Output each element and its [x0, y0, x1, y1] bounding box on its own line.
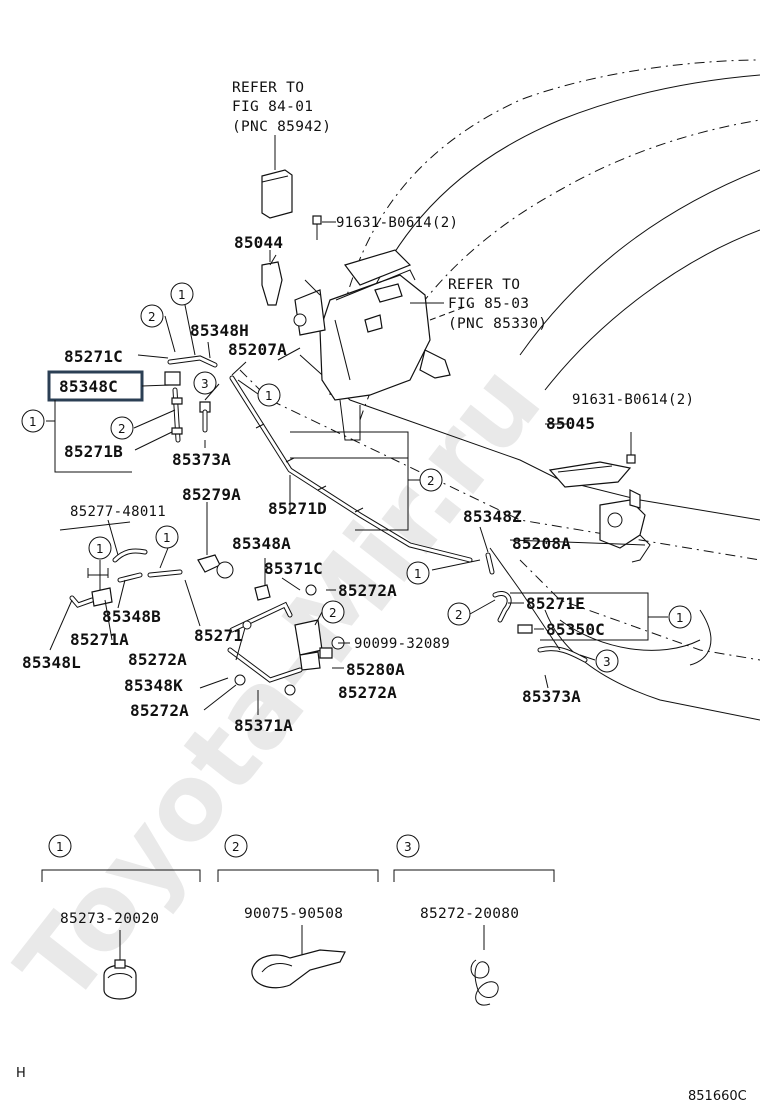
svg-text:1: 1 — [676, 611, 684, 625]
label-91631-right: 91631-B0614(2) — [572, 392, 694, 408]
leader-lines — [49, 221, 646, 715]
svg-text:(PNC 85942): (PNC 85942) — [232, 119, 331, 135]
hose-group-left-lower — [69, 505, 234, 608]
label-85272A-4: 85272A — [338, 683, 397, 702]
svg-text:3: 3 — [201, 377, 209, 391]
hose-group-left-upper — [164, 355, 218, 443]
svg-text:1: 1 — [29, 415, 37, 429]
svg-text:REFER TO: REFER TO — [448, 277, 520, 293]
label-85271C: 85271C — [64, 347, 123, 366]
bracket-85044 — [261, 250, 283, 306]
label-85373A-top: 85373A — [172, 450, 231, 469]
hose-85271D — [229, 375, 473, 563]
label-85279A: 85279A — [182, 485, 241, 504]
label-85271B: 85271B — [64, 442, 123, 461]
label-85280A: 85280A — [346, 660, 405, 679]
label-85044: 85044 — [234, 233, 283, 252]
legend-item-1: 1 85273-20020 — [41, 834, 201, 1000]
label-85045: 85045 — [546, 414, 595, 433]
label-85271: 85271 — [194, 626, 243, 645]
hose-group-right — [485, 547, 588, 663]
svg-text:85272-20080: 85272-20080 — [420, 906, 519, 922]
label-85208A: 85208A — [512, 534, 571, 553]
svg-text:1: 1 — [56, 840, 64, 854]
legend: 1 85273-20020 2 90075-90508 3 85272-2008… — [41, 834, 555, 1006]
label-85348H: 85348H — [190, 321, 249, 340]
label-85373A-bot: 85373A — [522, 687, 581, 706]
svg-text:2: 2 — [148, 310, 156, 324]
label-85348A: 85348A — [232, 534, 291, 553]
figure-number: 851660C — [688, 1089, 747, 1104]
svg-text:2: 2 — [455, 608, 463, 622]
callout-1-b: 1 — [257, 383, 281, 407]
svg-text:REFER TO: REFER TO — [232, 80, 304, 96]
callout-circles: 1 2 3 1 1 2 2 1 1 1 2 2 1 3 — [21, 282, 692, 673]
callout-2-d: 2 — [321, 600, 345, 624]
svg-text:(PNC 85330): (PNC 85330) — [448, 316, 547, 332]
label-85371C: 85371C — [264, 559, 323, 578]
label-85348Z: 85348Z — [463, 507, 522, 526]
bolt-91631-left — [312, 215, 330, 240]
label-85272A-3: 85272A — [130, 701, 189, 720]
callout-2-a: 2 — [140, 304, 164, 328]
label-85271E: 85271E — [526, 594, 585, 613]
svg-text:1: 1 — [163, 531, 171, 545]
label-85207A: 85207A — [228, 340, 287, 359]
callout-1-f: 1 — [406, 561, 430, 585]
washer-tank — [293, 249, 451, 441]
callout-3-b: 3 — [595, 649, 619, 673]
svg-text:85273-20020: 85273-20020 — [60, 911, 159, 927]
svg-text:2: 2 — [232, 840, 240, 854]
callout-2-e: 2 — [447, 602, 471, 626]
label-90099: 90099-32089 — [354, 636, 450, 652]
callout-1-c: 1 — [21, 409, 45, 433]
module-85942 — [261, 135, 293, 219]
callout-1-e: 1 — [88, 536, 112, 560]
callout-2-c: 2 — [419, 468, 443, 492]
label-91631-left: 91631-B0614(2) — [336, 215, 458, 231]
svg-text:90075-90508: 90075-90508 — [244, 906, 343, 922]
label-85271A: 85271A — [70, 630, 129, 649]
svg-text:1: 1 — [265, 389, 273, 403]
legend-item-2: 2 90075-90508 — [217, 834, 379, 989]
nozzle-85208A — [599, 489, 651, 563]
label-85277: 85277-48011 — [70, 504, 166, 520]
label-85348B: 85348B — [102, 607, 161, 626]
svg-text:1: 1 — [96, 542, 104, 556]
svg-text:FIG 84-01: FIG 84-01 — [232, 99, 313, 115]
callout-1-a: 1 — [170, 282, 194, 306]
label-85271D: 85271D — [268, 499, 327, 518]
highlight-box-85348C[interactable]: 85348C — [47, 370, 144, 402]
svg-text:3: 3 — [404, 840, 412, 854]
callout-2-b: 2 — [110, 416, 134, 440]
ref-top-left: REFER TO FIG 84-01 (PNC 85942) — [232, 80, 331, 135]
label-85348K: 85348K — [124, 676, 183, 695]
label-85272A-2: 85272A — [128, 650, 187, 669]
svg-text:3: 3 — [603, 655, 611, 669]
svg-text:2: 2 — [329, 606, 337, 620]
footer-left-code: H — [16, 1066, 26, 1081]
label-85348C: 85348C — [59, 377, 118, 396]
label-85350C: 85350C — [546, 620, 605, 639]
label-85371A: 85371A — [234, 716, 293, 735]
label-85348L: 85348L — [22, 653, 81, 672]
svg-text:FIG 85-03: FIG 85-03 — [448, 296, 529, 312]
legend-item-3: 3 85272-20080 — [393, 834, 555, 1006]
callout-1-d: 1 — [155, 525, 179, 549]
callout-3-a: 3 — [193, 371, 217, 395]
svg-text:1: 1 — [178, 288, 186, 302]
pump-85280A — [227, 584, 345, 696]
svg-text:1: 1 — [414, 567, 422, 581]
svg-text:2: 2 — [118, 422, 126, 436]
label-85272A-1: 85272A — [338, 581, 397, 600]
svg-text:2: 2 — [427, 474, 435, 488]
ref-top-right: REFER TO FIG 85-03 (PNC 85330) — [410, 277, 547, 332]
cover-85045 — [545, 423, 636, 488]
callout-1-g: 1 — [668, 605, 692, 629]
